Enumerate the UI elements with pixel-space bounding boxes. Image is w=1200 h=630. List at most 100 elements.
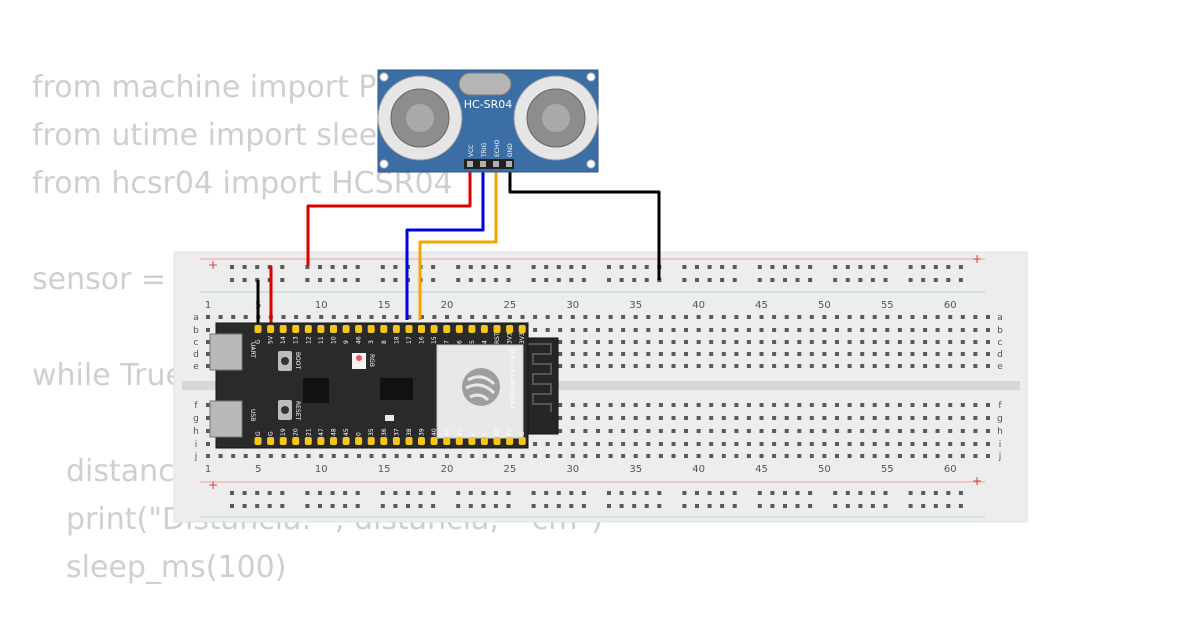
breadboard-hole: [570, 403, 575, 407]
board-pin[interactable]: [518, 437, 526, 445]
breadboard-hole: [633, 454, 638, 458]
breadboard-hole: [784, 403, 789, 407]
board-pin[interactable]: [304, 325, 312, 333]
board-pin[interactable]: [392, 325, 400, 333]
board-pin[interactable]: [480, 325, 488, 333]
board-pin[interactable]: [468, 437, 476, 445]
column-number: 55: [881, 300, 894, 311]
board-pin[interactable]: [418, 325, 425, 333]
rail-hole: [732, 278, 737, 282]
sensor-pin-gnd[interactable]: [506, 161, 512, 167]
board-pin[interactable]: [367, 437, 375, 445]
rail-hole: [870, 278, 875, 282]
rail-hole: [732, 504, 737, 508]
board-pin[interactable]: [506, 437, 514, 445]
board-pin[interactable]: [392, 437, 400, 445]
board-pin[interactable]: [355, 437, 363, 445]
board-pin[interactable]: [279, 437, 287, 445]
board-pin[interactable]: [455, 325, 463, 333]
breadboard-hole: [684, 340, 688, 344]
board-pin[interactable]: [292, 437, 300, 445]
board-pin-label: 11: [318, 336, 325, 344]
board-pin[interactable]: [267, 437, 275, 445]
rail-hole: [783, 491, 787, 495]
usb-port-uart[interactable]: [209, 333, 243, 371]
sensor-pin-trig[interactable]: [480, 161, 486, 167]
rail-hole: [707, 504, 712, 508]
breadboard-hole: [809, 454, 814, 458]
rail-hole: [468, 278, 473, 282]
board-pin[interactable]: [380, 325, 388, 333]
board-pin[interactable]: [317, 437, 325, 445]
breadboard-hole: [721, 454, 726, 458]
board-pin[interactable]: [342, 437, 350, 445]
board-pin[interactable]: [493, 437, 501, 445]
breadboard-hole: [948, 364, 953, 368]
breadboard-hole: [847, 352, 852, 356]
code-line: sleep_ms(100): [66, 550, 287, 585]
board-pin[interactable]: [480, 437, 488, 445]
breadboard-hole: [897, 403, 902, 407]
board-pin[interactable]: [405, 437, 413, 445]
board-pin[interactable]: [380, 437, 388, 445]
board-pin[interactable]: [330, 325, 337, 333]
board-pin-label: 3V3: [507, 332, 514, 344]
rail-hole: [946, 265, 951, 269]
board-pin[interactable]: [418, 437, 425, 445]
board-pin[interactable]: [405, 325, 413, 333]
rail-hole: [682, 504, 687, 508]
rail-hole: [318, 278, 322, 282]
board-pin-label: 9: [343, 340, 350, 344]
breadboard-hole: [646, 352, 651, 356]
board-pin[interactable]: [292, 325, 300, 333]
rail-hole: [770, 491, 775, 495]
rail-hole: [431, 491, 436, 495]
board-pin[interactable]: [330, 437, 337, 445]
breadboard-hole: [885, 429, 890, 433]
rail-hole: [318, 504, 322, 508]
breadboard-hole: [482, 315, 487, 319]
breadboard-hole: [344, 454, 349, 458]
rail-hole: [732, 491, 737, 495]
breadboard-hole: [784, 442, 789, 446]
board-pin[interactable]: [443, 325, 451, 333]
board-pin[interactable]: [367, 325, 375, 333]
rail-hole: [720, 491, 725, 495]
usb-port-usb[interactable]: [209, 400, 243, 438]
breadboard-hole: [633, 416, 638, 420]
board-pin[interactable]: [355, 325, 363, 333]
breadboard-hole: [797, 429, 802, 433]
esp32-s3-devkit[interactable]: UART USB BOOT RESET RGB ESP32-S3-WROOM-1…: [209, 322, 559, 449]
board-pin[interactable]: [279, 325, 287, 333]
board-pin[interactable]: [304, 437, 312, 445]
board-pin[interactable]: [443, 437, 451, 445]
rail-hole: [845, 265, 850, 269]
rail-hole: [808, 278, 813, 282]
board-pin[interactable]: [254, 325, 262, 333]
breadboard-hole: [558, 364, 563, 368]
board-pin[interactable]: [518, 325, 526, 333]
hc-sr04-sensor[interactable]: HC-SR04 VCC TRIG ECHO GND: [377, 69, 599, 173]
breadboard-hole: [797, 328, 802, 332]
sensor-pin-echo[interactable]: [493, 161, 499, 167]
breadboard-hole: [721, 429, 726, 433]
breadboard-hole: [646, 364, 651, 368]
board-pin[interactable]: [267, 325, 275, 333]
board-pin[interactable]: [493, 325, 501, 333]
breadboard-hole: [872, 442, 877, 446]
breadboard-hole: [633, 315, 638, 319]
row-letter: b: [997, 326, 1003, 336]
board-pin[interactable]: [468, 325, 476, 333]
board-pin[interactable]: [342, 325, 350, 333]
board-pin[interactable]: [317, 325, 325, 333]
breadboard-hole: [759, 340, 764, 344]
board-pin[interactable]: [430, 437, 438, 445]
breadboard-hole: [746, 454, 751, 458]
board-pin[interactable]: [506, 325, 514, 333]
board-pin[interactable]: [254, 437, 262, 445]
board-pin[interactable]: [430, 325, 438, 333]
sensor-pin-vcc[interactable]: [467, 161, 473, 167]
board-pin[interactable]: [455, 437, 463, 445]
breadboard-hole: [633, 352, 638, 356]
breadboard-hole: [432, 454, 437, 458]
